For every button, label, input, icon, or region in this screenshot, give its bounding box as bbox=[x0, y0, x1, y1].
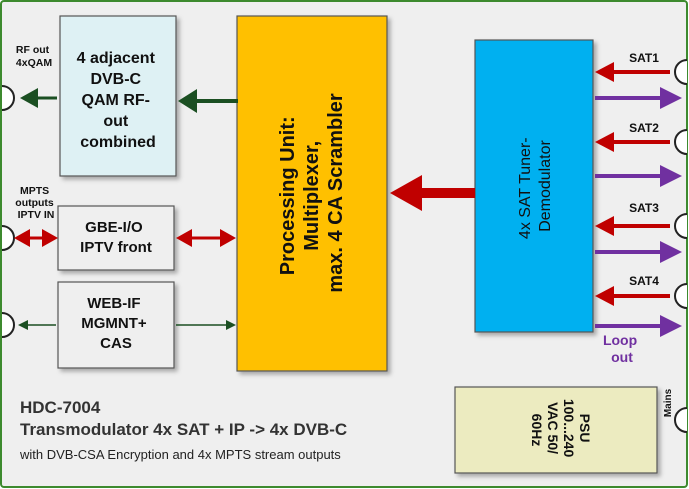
sat4-loop-arrow bbox=[595, 315, 682, 337]
rf-combiner-line: DVB-C bbox=[90, 71, 141, 88]
processing-line: Processing Unit: bbox=[277, 116, 299, 275]
sat2-label: SAT2 bbox=[629, 121, 659, 135]
processing-line: max. 4 CA Scrambler bbox=[325, 93, 347, 293]
sat1-connector bbox=[674, 59, 688, 85]
psu-line: VAC 50/ bbox=[545, 402, 561, 454]
gbe-line: GBE-I/O bbox=[85, 219, 143, 236]
sat3-connector bbox=[674, 213, 688, 239]
tuner-line: Demodulator bbox=[537, 140, 554, 232]
sat2-loop-arrow bbox=[595, 165, 682, 187]
rf-combiner-line: out bbox=[103, 113, 129, 130]
psu-line: PSU bbox=[577, 414, 593, 443]
web-if-line: CAS bbox=[100, 335, 132, 352]
loop-out-label: Loop out bbox=[603, 332, 641, 365]
processing-to-rf-arrow bbox=[178, 89, 238, 113]
sat1-input-arrow bbox=[595, 62, 670, 82]
sat1-label: SAT1 bbox=[629, 51, 659, 65]
tuner-to-processing-arrow bbox=[390, 175, 475, 211]
svg-text:4x SAT Tuner- Demodulato: 4x SAT Tuner- Demodulator bbox=[517, 133, 554, 239]
rf-combiner-line: 4 adjacent bbox=[77, 50, 156, 67]
rf-combiner-line: QAM RF- bbox=[82, 92, 150, 109]
sat3-input-arrow bbox=[595, 216, 670, 236]
web-if-line: MGMNT+ bbox=[81, 315, 147, 332]
diagram-subtitle: with DVB-CSA Encryption and 4x MPTS stre… bbox=[19, 447, 341, 462]
mpts-bidirectional-arrow bbox=[14, 229, 58, 247]
web-to-processing-arrow bbox=[176, 320, 236, 330]
model-name: HDC-7004 bbox=[20, 398, 101, 417]
sat1-loop-arrow bbox=[595, 87, 682, 109]
svg-text:Processing Unit: Multipl: Processing Unit: Multiplexer, max. 4 CA … bbox=[277, 93, 347, 293]
psu-line: 100...240 bbox=[561, 399, 577, 458]
tuner-line: 4x SAT Tuner- bbox=[517, 137, 534, 239]
rf-combiner-line: combined bbox=[80, 134, 156, 151]
sat2-connector bbox=[674, 129, 688, 155]
psu-block: PSU 100...240 VAC 50/ 60Hz bbox=[454, 386, 658, 474]
rf-out-connector bbox=[1, 85, 15, 111]
psu-line: 60Hz bbox=[529, 414, 545, 447]
sat4-input-arrow bbox=[595, 286, 670, 306]
diagram-title: Transmodulator 4x SAT + IP -> 4x DVB-C bbox=[20, 420, 347, 439]
processing-unit-block: Processing Unit: Multiplexer, max. 4 CA … bbox=[236, 15, 388, 372]
rf-out-arrow bbox=[20, 88, 57, 108]
gbe-io-block: GBE-I/O IPTV front bbox=[57, 205, 175, 271]
sat4-label: SAT4 bbox=[629, 274, 659, 288]
web-if-block: WEB-IF MGMNT+ CAS bbox=[57, 281, 175, 369]
sat-tuner-block: 4x SAT Tuner- Demodulator bbox=[474, 39, 594, 333]
svg-text:PSU 100...240 VAC: PSU 100...240 VAC 50/ 60Hz bbox=[529, 399, 593, 461]
sat4-connector bbox=[674, 283, 688, 309]
svg-text:GBE-I/O IPTV front: GBE-I/O IPTV front bbox=[80, 219, 152, 256]
processing-line: Multiplexer, bbox=[301, 141, 323, 251]
rf-combiner-block: 4 adjacent DVB-C QAM RF- out combined bbox=[59, 15, 177, 177]
sat3-label: SAT3 bbox=[629, 201, 659, 215]
gbe-to-processing-arrow bbox=[176, 229, 236, 247]
mpts-label: MPTS outputs IPTV IN bbox=[15, 185, 56, 221]
web-connector bbox=[1, 312, 15, 338]
gbe-line: IPTV front bbox=[80, 239, 152, 256]
sat2-input-arrow bbox=[595, 132, 670, 152]
svg-text:4 adjacent DVB-C Q: 4 adjacent DVB-C QAM RF- out combined bbox=[77, 50, 160, 151]
web-if-line: WEB-IF bbox=[87, 295, 140, 312]
sat3-loop-arrow bbox=[595, 241, 682, 263]
web-connector-arrow bbox=[18, 320, 56, 330]
rf-out-label: RF out 4xQAM bbox=[16, 44, 52, 69]
svg-text:WEB-IF MGMNT+ CAS: WEB-IF MGMNT+ CAS bbox=[81, 295, 151, 352]
mains-label: Mains bbox=[663, 388, 674, 417]
mains-connector bbox=[674, 407, 688, 433]
